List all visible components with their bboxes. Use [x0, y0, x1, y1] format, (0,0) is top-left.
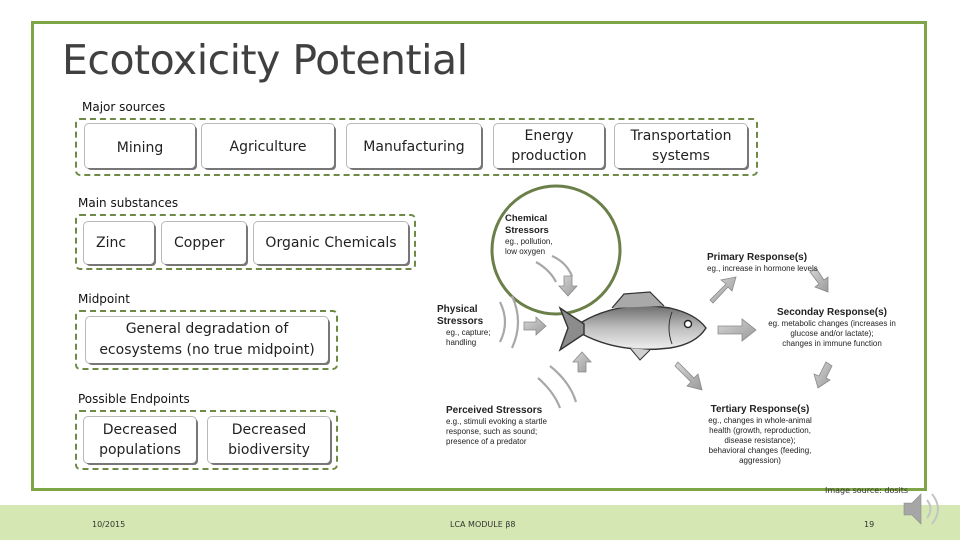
flow-arrows: [523, 267, 833, 391]
source-mining-label: Mining: [116, 140, 164, 156]
chemical-title-2: Stressors: [505, 225, 549, 236]
source-transportation-box: Transportation systems: [615, 124, 747, 168]
perceived-desc-2: response, such as sound;: [446, 427, 537, 436]
chemical-stressors-text: Chemical Stressors eg., pollution, low o…: [505, 213, 553, 256]
midpoint-group: [75, 310, 338, 370]
physical-desc-1: eg., capture;: [446, 328, 490, 337]
footer-date: 10/2015: [92, 520, 126, 529]
stimulus-waves: [499, 254, 578, 409]
fish-gill: [668, 311, 673, 345]
substance-copper-label: Copper: [174, 234, 225, 251]
wave-chemical-2: [551, 254, 574, 277]
tertiary-title: Tertiary Response(s): [711, 404, 810, 415]
chemical-title-1: Chemical: [505, 213, 547, 224]
secondary-desc-2: glucose and/or lactate);: [790, 329, 873, 338]
tertiary-desc-2: health (growth, reproduction,: [709, 426, 811, 435]
source-agriculture-label: Agriculture: [229, 138, 307, 155]
arrow-secondary-to-tertiary: [813, 361, 833, 389]
major-sources-label: Major sources: [82, 100, 166, 114]
endpoint-populations-box: Decreased populations: [84, 417, 196, 463]
main-substances-group: [75, 214, 416, 270]
substance-organic-label: Organic Chemicals: [265, 234, 397, 251]
midpoint-box: General degradation of ecosystems (no tr…: [86, 317, 328, 363]
substance-zinc-label: Zinc: [96, 234, 127, 251]
arrow-physical-right: [523, 316, 547, 336]
source-mining-box: Mining: [85, 124, 195, 168]
source-energy-label: Energy production: [511, 127, 587, 164]
perceived-desc-3: presence of a predator: [446, 437, 527, 446]
source-transportation-label: Transportation systems: [630, 127, 732, 164]
substance-organic-box: Organic Chemicals: [254, 222, 408, 264]
primary-desc: eg., increase in hormone levels: [707, 264, 818, 273]
source-energy-box: Energy production: [494, 124, 604, 168]
endpoint-populations-label: Decreased populations: [99, 421, 181, 458]
arrow-chemical-down: [558, 275, 578, 297]
midpoint-label: Midpoint: [78, 292, 130, 306]
chemical-desc-1: eg., pollution,: [505, 237, 553, 246]
perceived-stressors-text: Perceived Stressors e.g., stimuli evokin…: [446, 405, 547, 446]
physical-title-2: Stressors: [437, 316, 484, 327]
substance-zinc-box: Zinc: [84, 222, 154, 264]
source-manufacturing-label: Manufacturing: [363, 138, 465, 155]
endpoint-biodiversity-box: Decreased biodiversity: [208, 417, 330, 463]
secondary-desc-3: changes in immune function: [782, 339, 882, 348]
source-manufacturing-box: Manufacturing: [347, 124, 481, 168]
arrow-primary-to-secondary: [809, 267, 829, 293]
footer-page-number: 19: [864, 520, 875, 529]
tertiary-desc-1: eg., changes in whole-animal: [708, 416, 812, 425]
fish-tail: [558, 306, 585, 352]
perceived-title: Perceived Stressors: [446, 405, 543, 416]
physical-desc-2: handling: [446, 338, 476, 347]
footer-band: [0, 505, 960, 540]
fish-dorsal-fin: [611, 291, 665, 309]
substance-copper-box: Copper: [162, 222, 246, 264]
tertiary-desc-5: aggression): [739, 456, 781, 465]
fish-belly-fin: [629, 347, 651, 361]
speaker-icon[interactable]: [903, 493, 939, 525]
chemical-highlight-circle: [490, 184, 622, 316]
wave-perceived-1: [537, 377, 562, 409]
primary-title: Primary Response(s): [707, 252, 807, 263]
major-sources-group: [75, 118, 758, 176]
endpoint-biodiversity-label: Decreased biodiversity: [228, 421, 310, 458]
endpoints-label: Possible Endpoints: [78, 392, 190, 406]
endpoints-group: [75, 410, 338, 470]
secondary-response-text: Seconday Response(s) eg. metabolic chang…: [768, 307, 896, 348]
arrow-to-tertiary: [674, 361, 703, 391]
arrow-to-primary: [709, 276, 737, 304]
tertiary-desc-3: disease resistance);: [724, 436, 795, 445]
slide-title: Ecotoxicity Potential: [62, 36, 468, 84]
image-source-caption: Image source: dosits: [825, 486, 909, 495]
physical-stressors-text: Physical Stressors eg., capture; handlin…: [437, 304, 490, 347]
fish-eye: [683, 319, 693, 329]
tertiary-desc-4: behavioral changes (feeding,: [709, 446, 812, 455]
chemical-desc-2: low oxygen: [505, 247, 545, 256]
physical-title-1: Physical: [437, 304, 478, 315]
tertiary-response-text: Tertiary Response(s) eg., changes in who…: [708, 404, 812, 465]
footer-module: LCA MODULE β8: [450, 520, 516, 529]
source-agriculture-box: Agriculture: [202, 124, 334, 168]
midpoint-text: General degradation of ecosystems (no tr…: [99, 321, 315, 358]
fish-illustration: [558, 291, 707, 361]
secondary-desc-1: eg. metabolic changes (increases in: [768, 319, 896, 328]
wave-chemical-1: [535, 261, 557, 283]
perceived-desc-1: e.g., stimuli evoking a startle: [446, 417, 547, 426]
arrow-to-secondary: [717, 318, 757, 342]
primary-response-text: Primary Response(s) eg., increase in hor…: [707, 252, 818, 273]
secondary-title: Seconday Response(s): [777, 307, 887, 318]
wave-perceived-2: [549, 365, 578, 403]
main-substances-label: Main substances: [78, 196, 179, 210]
arrow-perceived-up: [572, 351, 592, 373]
wave-physical-2: [511, 295, 520, 349]
wave-physical-1: [499, 301, 507, 343]
